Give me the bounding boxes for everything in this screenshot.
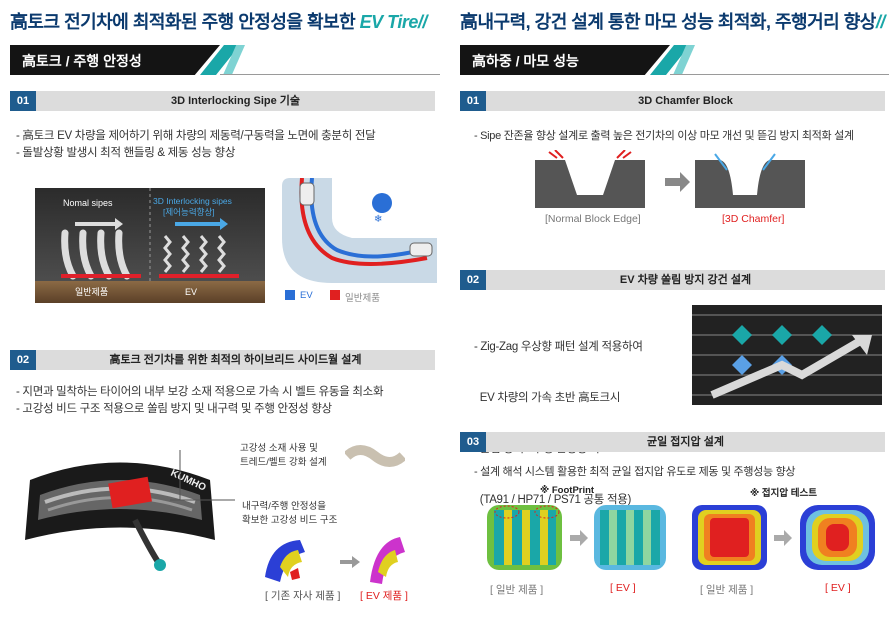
caption-footprint-normal: [ 일반 제품 ] [490,584,544,596]
zigzag-tread-figure [692,305,882,405]
bullet-text: - 설계 해석 시스템 활용한 최적 균일 접지압 유도로 제동 및 주행성능 … [474,466,796,478]
tire-cross-section: KUMHO [25,450,235,571]
right-headline-accent: // [875,12,886,32]
right-section-03-header: 03 균일 접지압 설계 [460,432,885,452]
right-column: 高내구력, 강건 설계 통한 마모 성능 최적화, 주행거리 향상// 高하중 … [460,0,889,629]
section-title: 高토크 전기차를 위한 최적의 하이브리드 사이드월 설계 [109,354,362,366]
left-headline-accent: EV Tire// [359,12,428,32]
section-title: 3D Interlocking Sipe 기술 [170,95,301,107]
section-title: 균일 접지압 설계 [647,436,724,448]
legend-normal-swatch [330,290,340,300]
bead-comparison-figure [265,537,405,584]
bullet-text: - Sipe 잔존율 향상 설계로 출력 높은 전기차의 이상 마모 개선 및 … [474,130,854,142]
footprint-title: ※ FootPrint [540,485,595,496]
right-banner: 高하중 / 마모 성능 [460,45,889,75]
callout2-line2: 확보한 고강성 비드 구조 [242,515,338,526]
right-headline: 高내구력, 강건 설계 통한 마모 성능 최적화, 주행거리 향상// [460,8,885,34]
section-number: 01 [460,91,486,111]
caption-normal-block: [Normal Block Edge] [545,213,641,225]
right-headline-main: 高내구력, 강건 설계 통한 마모 성능 최적화, 주행거리 향상 [460,12,876,32]
left-section-02-header: 02 高토크 전기차를 위한 최적의 하이브리드 사이드월 설계 [10,350,435,370]
legend-ev-label: EV [300,290,313,301]
section-title: EV 차량 쏠림 방지 강건 설계 [619,274,752,286]
callout1-line2: 트레드/벨트 강화 설계 [240,457,327,468]
left-headline-main: 高토크 전기차에 최적화된 주행 안정성을 확보한 [10,12,360,32]
sipe-comparison-figure: Nomal sipes 3D Interlocking sipes [제어능력향… [35,188,265,303]
legend-ev-swatch [285,290,295,300]
bottom-left-label: 일반제품 [75,287,108,297]
paragraph-line: EV 차량의 가속 초반 高토크시 [474,392,621,404]
callout1-line1: 고강성 소재 사용 및 [240,443,318,454]
callout2-line1: 내구력/주행 안정성을 [242,501,326,512]
bullet-text: - 고강성 비드 구조 적용으로 쏠림 방지 및 내구력 및 주행 안정성 향상 [16,403,332,415]
section-number: 01 [10,91,36,111]
paragraph-line: (TA91 / HP71 / PS71 공통 적용) [474,494,632,506]
bullet-text: - 高토크 EV 차량을 제어하기 위해 차량의 제동력/구동력을 노면에 충분… [16,130,376,142]
right-section-02-header: 02 EV 차량 쏠림 방지 강건 설계 [460,270,885,290]
pressure-test-title: ※ 접지압 테스트 [750,488,817,499]
left-section-01-header: 01 3D Interlocking Sipe 기술 [10,91,435,111]
right-banner-label: 高하중 / 마모 성능 [472,53,579,69]
road-curve-figure: ❄ [272,178,437,283]
caption-footprint-ev: [ EV ] [610,582,636,594]
cord-illustration [345,445,405,467]
section-title: 3D Chamfer Block [638,95,733,107]
zigzag-paragraph: - Zig-Zag 우상향 패턴 설계 적용하여 EV 차량의 가속 초반 高토… [474,305,694,543]
svg-text:❄: ❄ [374,214,382,225]
section-number: 03 [460,432,486,452]
interlock-sub-label: [제어능력향상] [163,207,215,217]
section-number: 02 [460,270,486,290]
caption-pressure-ev: [ EV ] [825,582,851,594]
chamfer-comparison-figure [535,150,805,208]
section-number: 02 [10,350,36,370]
bullet-text: - 지면과 밀착하는 타이어의 내부 보강 소재 적용으로 가속 시 벨트 유동… [16,386,384,398]
interlock-sipes-label: 3D Interlocking sipes [153,196,232,206]
bullet-text: - 돌발상황 발생시 최적 핸들링 & 제동 성능 향상 [16,147,236,159]
left-headline: 高토크 전기차에 최적화된 주행 안정성을 확보한 EV Tire// [10,8,427,34]
footprint-pressure-figure [487,505,875,570]
bottom-right-label: EV [185,287,197,297]
left-banner: 高토크 / 주행 안정성 [10,45,440,75]
left-banner-label: 高토크 / 주행 안정성 [22,53,142,69]
caption-3d-chamfer: [3D Chamfer] [722,213,785,225]
paragraph-line: - Zig-Zag 우상향 패턴 설계 적용하여 [474,341,643,353]
right-section-01-header: 01 3D Chamfer Block [460,91,885,111]
normal-sipes-label: Nomal sipes [63,198,113,208]
left-column: 高토크 전기차에 최적화된 주행 안정성을 확보한 EV Tire// 高토크 … [10,0,440,629]
legend-normal-label: 일반제품 [345,293,380,304]
caption-ev-product: [ EV 제품 ] [360,590,408,602]
caption-pressure-normal: [ 일반 제품 ] [700,584,754,596]
caption-existing-product: [ 기존 자사 제품 ] [265,590,341,602]
